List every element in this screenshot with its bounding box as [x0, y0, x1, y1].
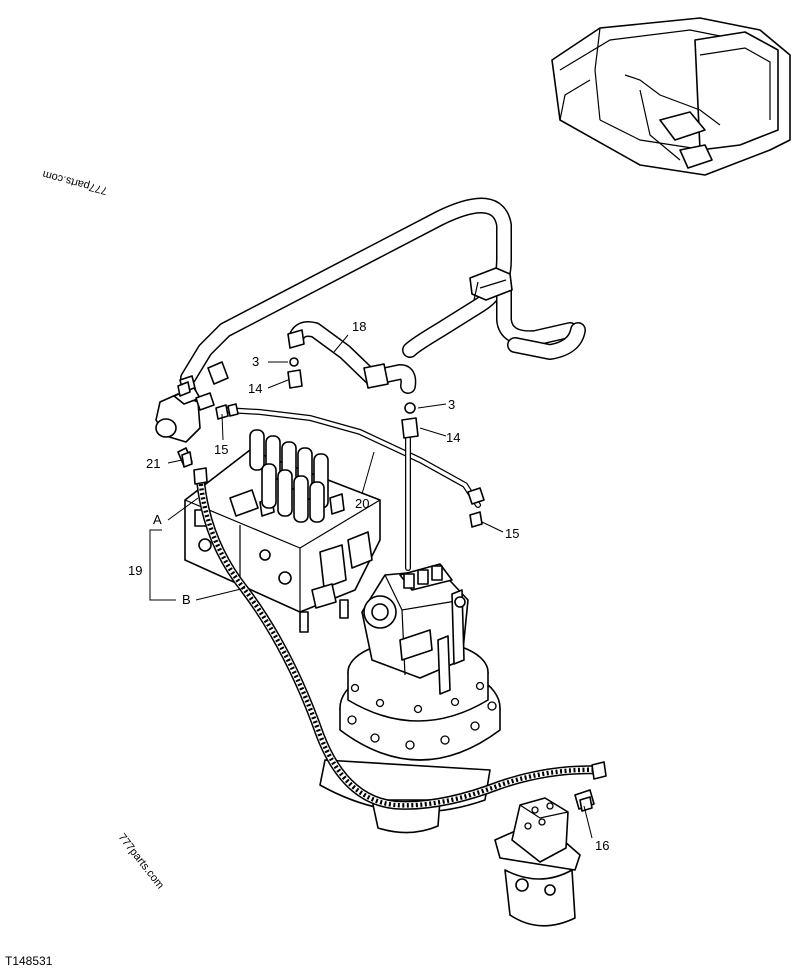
callout-16: 16: [595, 838, 609, 853]
callout-A: A: [153, 512, 162, 527]
hose-18: [287, 321, 417, 394]
callout-3-lower: 3: [448, 397, 455, 412]
callout-14-lower: 14: [446, 430, 460, 445]
pilot-line-20: [222, 403, 485, 571]
callout-15-lower: 15: [505, 526, 519, 541]
valve-spools: [249, 429, 329, 523]
callout-21: 21: [146, 456, 160, 471]
callout-labels: 18 3 14 3 14 15 21 20 15 A 19 B 16: [128, 319, 609, 853]
center-joint: [494, 797, 581, 927]
callout-20: 20: [355, 496, 369, 511]
callout-15-upper: 15: [214, 442, 228, 457]
callout-19: 19: [128, 563, 142, 578]
callout-18: 18: [352, 319, 366, 334]
excavator-locator-icon: [551, 17, 791, 176]
leader-lines: [149, 334, 593, 839]
swing-motor: [319, 563, 501, 834]
motor-bolts: [347, 681, 497, 750]
callout-B: B: [182, 592, 191, 607]
figure-id: T148531: [5, 954, 53, 968]
hydraulic-tube: [179, 197, 586, 397]
callout-3-upper: 3: [252, 354, 259, 369]
fittings: [181, 357, 593, 812]
watermark-bottom: 777parts.com: [116, 831, 166, 891]
watermark-top: 777parts.com: [41, 168, 108, 197]
callout-14-upper: 14: [248, 381, 262, 396]
